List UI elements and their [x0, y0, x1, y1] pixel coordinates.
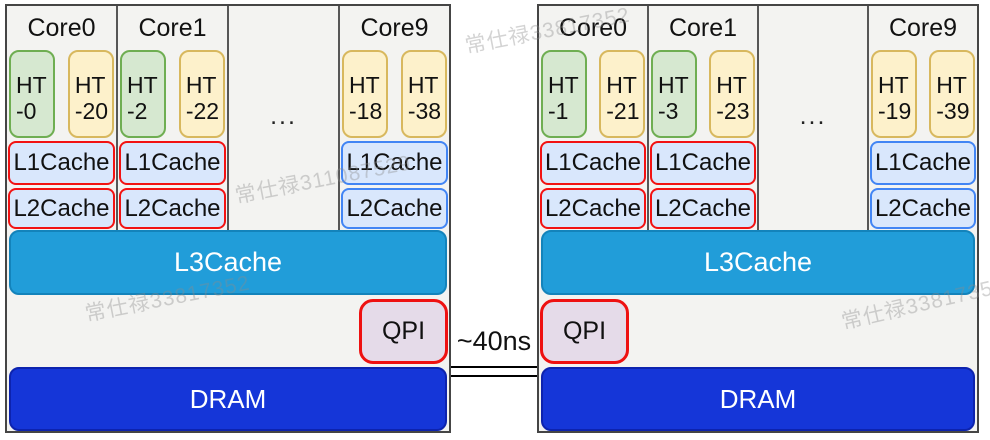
core-column-core0: Core0 HT -0 HT -20 L1Cache L2Cache [7, 6, 118, 230]
core-column-core9: Core9 HT -19 HT -39 L1Cache L2Cache [869, 6, 977, 230]
hyperthread-block: HT -23 [709, 50, 755, 138]
l2-cache: L2Cache [540, 188, 646, 229]
core-columns: Core0 HT -1 HT -21 L1Cache L2Cache Core1 [539, 6, 977, 230]
ht-label-line2: -2 [127, 98, 148, 124]
l1-cache: L1Cache [650, 141, 756, 185]
l2-cache: L2Cache [341, 188, 448, 229]
ht-label-line1: HT [658, 72, 689, 98]
ht-label-line2: -0 [16, 98, 37, 124]
ht-label-line1: HT [716, 72, 747, 98]
interconnect-latency-label: ~40ns [456, 326, 532, 356]
core-label: Core9 [888, 13, 958, 42]
hyperthread-block: HT -0 [9, 50, 56, 138]
core-label: Core9 [360, 13, 429, 42]
ht-label-line1: HT [606, 72, 637, 98]
l1-cache: L1Cache [540, 141, 646, 185]
ht-label-line2: -39 [936, 98, 970, 124]
dram-block: DRAM [9, 367, 447, 431]
l2-cache: L2Cache [8, 188, 115, 229]
l3-cache: L3Cache [9, 230, 447, 295]
qpi-block: QPI [359, 299, 448, 364]
ht-label-line2: -19 [878, 98, 912, 124]
hyperthread-block: HT -3 [651, 50, 697, 138]
qpi-interconnect-lines [445, 366, 543, 377]
core-column-core1: Core1 HT -2 HT -22 L1Cache L2Cache [118, 6, 229, 230]
hyperthread-row: HT -0 HT -20 [7, 50, 116, 138]
ht-label-line2: -38 [407, 98, 442, 124]
core-column-core1: Core1 HT -3 HT -23 L1Cache L2Cache [649, 6, 759, 230]
l1-cache: L1Cache [8, 141, 115, 185]
ht-label-line2: -20 [74, 98, 109, 124]
dram-block: DRAM [541, 367, 975, 431]
ht-label-line1: HT [548, 72, 579, 98]
ht-label-line2: -1 [548, 98, 569, 124]
core-label: Core1 [138, 13, 207, 42]
l2-cache: L2Cache [650, 188, 756, 229]
ht-label-line1: HT [407, 72, 439, 98]
hyperthread-block: HT -18 [342, 50, 389, 138]
ht-label-line2: -18 [349, 98, 383, 124]
core-label: Core0 [27, 13, 96, 42]
ht-label-line1: HT [16, 72, 47, 98]
core-column-ellipsis: ... [759, 6, 869, 230]
core-column-core9: Core9 HT -18 HT -38 L1Cache L2Cache [340, 6, 449, 230]
l2-cache: L2Cache [119, 188, 226, 229]
ht-label-line1: HT [936, 72, 967, 98]
core-label: Core1 [668, 13, 738, 42]
ht-label-line2: -22 [185, 98, 220, 124]
ht-label-line1: HT [878, 72, 909, 98]
ht-label-line1: HT [185, 72, 217, 98]
hyperthread-row: HT -1 HT -21 [539, 50, 647, 138]
cores-ellipsis: ... [799, 102, 827, 130]
hyperthread-block: HT -1 [541, 50, 587, 138]
hyperthread-row: HT -19 HT -39 [869, 50, 977, 138]
hyperthread-block: HT -19 [871, 50, 917, 138]
hyperthread-block: HT -39 [929, 50, 975, 138]
socket-0: Core0 HT -0 HT -20 L1Cache L2Cache Core1 [5, 4, 451, 433]
socket-1: Core0 HT -1 HT -21 L1Cache L2Cache Core1 [537, 4, 979, 433]
hyperthread-block: HT -38 [400, 50, 447, 138]
hyperthread-row: HT -3 HT -23 [649, 50, 757, 138]
l3-cache: L3Cache [541, 230, 975, 295]
l1-cache: L1Cache [119, 141, 226, 185]
hyperthread-block: HT -2 [120, 50, 167, 138]
core-label: Core0 [558, 13, 628, 42]
l2-cache: L2Cache [870, 188, 976, 229]
qpi-block: QPI [540, 299, 629, 364]
ht-label-line2: -23 [716, 98, 750, 124]
cores-ellipsis: ... [270, 102, 297, 130]
hyperthread-block: HT -21 [599, 50, 645, 138]
l1-cache: L1Cache [341, 141, 448, 185]
ht-label-line2: -3 [658, 98, 679, 124]
core-column-ellipsis: ... [229, 6, 340, 230]
ht-label-line1: HT [127, 72, 158, 98]
hyperthread-row: HT -2 HT -22 [118, 50, 227, 138]
ht-label-line2: -21 [606, 98, 640, 124]
hyperthread-block: HT -20 [67, 50, 114, 138]
ht-label-line1: HT [349, 72, 380, 98]
l1-cache: L1Cache [870, 141, 976, 185]
core-columns: Core0 HT -0 HT -20 L1Cache L2Cache Core1 [7, 6, 449, 230]
ht-label-line1: HT [74, 72, 106, 98]
hyperthread-row: HT -18 HT -38 [340, 50, 449, 138]
core-column-core0: Core0 HT -1 HT -21 L1Cache L2Cache [539, 6, 649, 230]
hyperthread-block: HT -22 [178, 50, 225, 138]
